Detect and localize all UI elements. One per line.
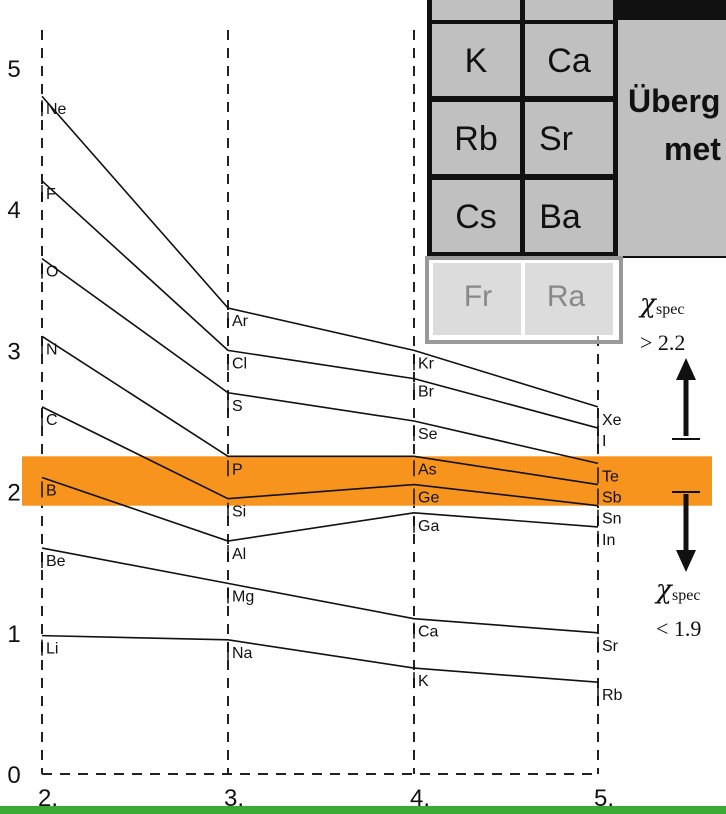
element-label-na: Na	[232, 645, 253, 662]
y-tick-3: 3	[7, 338, 20, 365]
cell-ba	[525, 180, 613, 252]
element-label-sb: Sb	[602, 490, 622, 507]
element-label-c: C	[46, 412, 58, 429]
series-line-b-row	[41, 476, 599, 542]
transition-metals-block	[618, 20, 726, 256]
cell-sr-label: Sr	[539, 120, 573, 158]
series-line-o-row	[41, 257, 599, 465]
cell-ra	[525, 263, 613, 335]
element-label-cl: Cl	[232, 355, 247, 372]
y-tick-1: 1	[7, 621, 20, 648]
cell-top-right	[525, 0, 613, 20]
element-label-ar: Ar	[232, 313, 249, 330]
cell-cs-label: Cs	[455, 198, 497, 236]
cell-top-left	[432, 0, 520, 20]
element-label-sr: Sr	[602, 638, 619, 655]
x-axis-tick-labels: 2. 3. 4. 5.	[38, 785, 614, 812]
cell-rb-label: Rb	[454, 120, 497, 158]
chi-upper-symbol: χ	[638, 289, 658, 319]
element-label-si: Si	[232, 504, 246, 521]
transition-metals-label-1: Überg	[628, 83, 720, 119]
highlight-band	[22, 456, 712, 506]
chi-upper-sub: spec	[656, 301, 684, 318]
transition-metals-label-2: met	[664, 131, 721, 167]
y-tick-2: 2	[7, 480, 20, 507]
x-tick-2: 4.	[410, 785, 430, 812]
element-label-i: I	[602, 433, 606, 450]
series-line-li-row	[41, 634, 599, 684]
series-line-ne-row	[41, 95, 599, 408]
cell-ra-label: Ra	[547, 280, 586, 313]
element-label-se: Se	[418, 426, 438, 443]
up-arrow-icon	[676, 358, 696, 380]
cell-k	[432, 24, 520, 96]
element-label-li: Li	[46, 641, 58, 658]
cell-rb	[432, 102, 520, 174]
cell-cs	[432, 180, 520, 252]
chi-annotations: χ spec > 2.2 χ spec < 1.9	[638, 289, 701, 641]
element-label-mg: Mg	[232, 588, 254, 605]
series-line-n-row	[41, 335, 599, 486]
cell-fr	[433, 263, 521, 335]
element-label-ca: Ca	[418, 624, 439, 641]
element-label-ne: Ne	[46, 101, 67, 118]
x-tick-0: 2.	[38, 785, 58, 812]
element-label-xe: Xe	[602, 412, 622, 429]
cell-k-label: K	[465, 42, 488, 80]
y-tick-5: 5	[7, 56, 20, 83]
element-label-in: In	[602, 532, 615, 549]
element-label-as: As	[418, 461, 437, 478]
cell-ba-label: Ba	[539, 198, 581, 236]
chi-lower-value: < 1.9	[656, 616, 701, 641]
periodic-table-inset: K Ca Rb Sr Cs Ba Fr Ra Überg met	[425, 0, 726, 344]
element-label-b: B	[46, 482, 57, 499]
element-label-ge: Ge	[418, 490, 439, 507]
element-label-al: Al	[232, 546, 246, 563]
element-label-te: Te	[602, 468, 619, 485]
y-tick-0: 0	[7, 762, 20, 789]
element-label-k: K	[418, 673, 429, 690]
y-axis-tick-labels: 0 1 2 3 4 5	[7, 56, 20, 789]
y-tick-4: 4	[7, 197, 20, 224]
element-label-f: F	[46, 186, 56, 203]
element-label-kr: Kr	[418, 355, 435, 372]
element-label-p: P	[232, 461, 243, 478]
chi-upper-value: > 2.2	[640, 330, 685, 355]
series-lines	[41, 95, 599, 684]
element-label-s: S	[232, 398, 243, 415]
down-arrow-icon	[676, 550, 696, 572]
series-line-be-row	[41, 547, 599, 634]
chi-lower-symbol: χ	[654, 575, 674, 605]
series-line-c-row	[41, 406, 599, 507]
element-label-be: Be	[46, 553, 66, 570]
element-label-br: Br	[418, 384, 435, 401]
x-tick-3: 5.	[594, 785, 614, 812]
cell-ca	[525, 24, 613, 96]
series-line-f-row	[41, 180, 599, 429]
cell-fr-label: Fr	[464, 280, 492, 313]
element-label-o: O	[46, 264, 58, 281]
element-label-n: N	[46, 341, 58, 358]
element-label-ga: Ga	[418, 518, 439, 535]
cell-ca-label: Ca	[547, 42, 591, 80]
chi-lower-sub: spec	[672, 587, 700, 604]
cell-sr	[525, 102, 613, 174]
element-label-rb: Rb	[602, 687, 623, 704]
x-tick-1: 3.	[224, 785, 244, 812]
element-label-sn: Sn	[602, 511, 622, 528]
footer-bar	[0, 806, 726, 814]
